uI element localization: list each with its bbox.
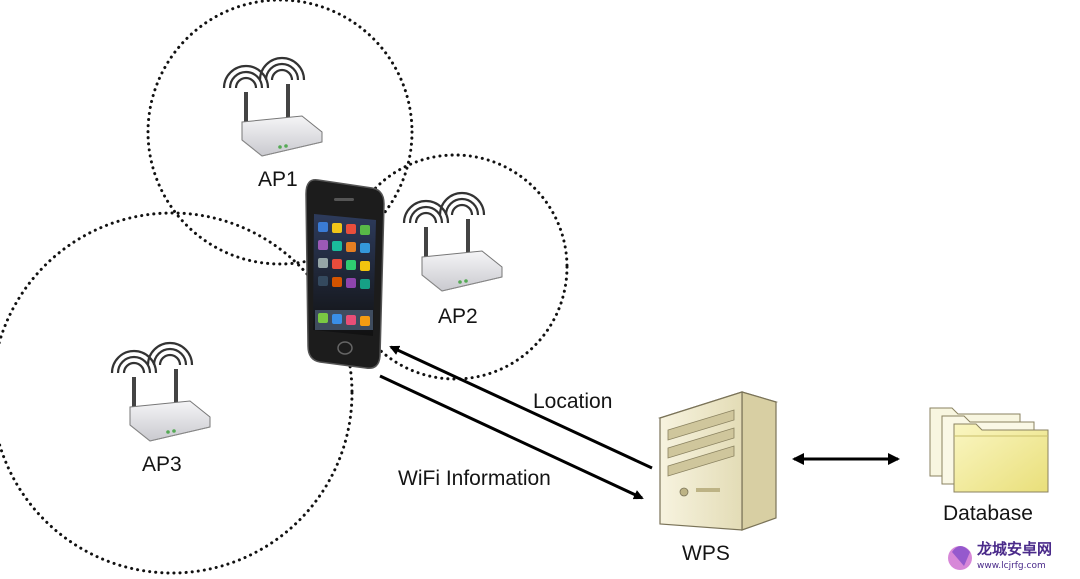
location-label: Location (533, 390, 613, 413)
wifi-information-arrow (379, 374, 644, 500)
watermark-title: 龙城安卓网 (977, 540, 1053, 558)
router-icon-ap2 (402, 191, 503, 292)
ap3-label: AP3 (142, 453, 182, 476)
wifi-information-label: WiFi Information (398, 467, 551, 490)
coverage-circle-ap2 (341, 153, 569, 381)
ap1-label: AP1 (258, 168, 298, 191)
server-icon (657, 391, 779, 531)
coverage-circle-ap3 (0, 211, 354, 575)
coverage-circle-ap1 (146, 0, 414, 266)
location-arrow (389, 345, 653, 470)
smartphone-icon (305, 179, 385, 369)
database-folder-icon (929, 407, 1049, 493)
watermark-logo (948, 546, 972, 570)
database-label: Database (943, 502, 1033, 525)
wps-label: WPS (682, 542, 730, 565)
ap2-label: AP2 (438, 305, 478, 328)
router-icon-ap1 (222, 56, 323, 157)
watermark-url: www.lcjrfg.com (977, 561, 1046, 571)
router-icon-ap3 (110, 341, 211, 442)
